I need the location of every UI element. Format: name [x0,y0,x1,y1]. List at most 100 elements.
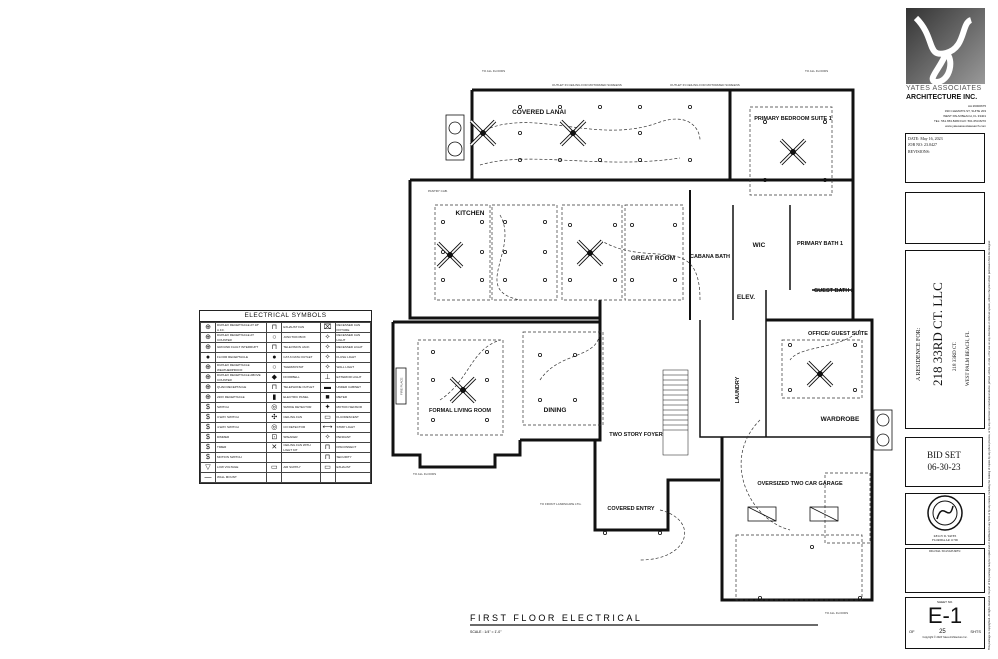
light-fixture-icon [543,219,548,224]
legend-symbol-icon: ▭ [266,462,283,473]
digital-signatures-box: DIGITAL SIGNATURES: [905,548,985,593]
room-elevator: ELEV. [737,294,755,301]
legend-label: UNDER CABINET [334,382,371,393]
equipment [445,114,893,451]
room-primary-bath: PRIMARY BATH 1 [797,241,843,247]
note-pantry: PANTRY CAB. [428,189,448,193]
light-fixture-icon [518,130,523,135]
legend-label: DISCONNECT [334,442,371,453]
seal-icon [927,495,963,531]
light-fixture-icon [638,105,643,110]
legend-label: FLUORESCENT [334,412,371,423]
light-fixture-icon [430,377,435,382]
legend-symbol-icon: $ [200,422,216,433]
legend-label: RECESSED CAN LIGHT [334,332,371,343]
room-cabana-bath: CABANA BATH [690,254,730,260]
legend-label: THERMOSTAT [281,362,321,373]
light-fixture-icon [763,177,768,182]
legend-symbol-icon: ○ [266,332,283,343]
blank-box [905,192,985,244]
room-covered-entry: COVERED ENTRY [607,506,654,512]
legend-symbol-icon: ● [200,352,216,363]
legend-symbol-icon: ■ [319,392,336,403]
legend-label: TIMER [214,442,268,453]
legend-row: $SWITCH◎SMOKE DETECTOR✦MOTION SENSOR [200,402,371,413]
legend-symbol-icon: ⊕ [200,392,216,403]
legend-row: ▽LOW VOLTAGE▭AIR SUPPLY▭EXHAUST [200,462,371,473]
light-fixture-icon [502,249,507,254]
legend-symbol-icon: ✧ [319,342,336,353]
legend-label: METER [334,392,371,403]
legend-row: ⊕DUPLEX RECEPTACLE AT 18" A.F.F.⊓EXHAUST… [200,322,371,333]
light-fixture-icon [630,222,635,227]
room-kitchen: KITCHEN [456,210,485,217]
legend-symbol-icon: ● [266,352,283,363]
legend-row: $MOTION SWITCH⊓SECURITY [200,452,371,463]
ceiling-fan-icon [436,241,464,269]
legend-label: TELEPHONE OUTLET [281,382,321,393]
legend-symbol-icon: ▭ [319,412,336,423]
light-fixture-icon [484,377,489,382]
legend-label: SWITCH [214,402,268,413]
legend-row: —WALL MOUNT [200,472,371,483]
legend-label: PENDANT [334,432,371,443]
legend-symbol-icon: ⌧ [319,322,336,333]
light-fixture-icon [788,387,793,392]
legend-label: AIR SUPPLY [281,462,321,473]
light-fixture-icon [688,105,693,110]
light-fixture-icon [853,387,858,392]
stair [662,369,689,456]
legend-symbol-icon: ◎ [266,402,283,413]
legend-title: ELECTRICAL SYMBOLS [200,311,371,322]
light-fixture-icon [518,157,523,162]
room-wardrobe: WARDROBE [821,416,860,423]
firm-name-line2: ARCHITECTURE INC. [906,94,978,101]
legend-label: SPEAKER [281,432,321,443]
legend-symbol-icon: ✧ [319,352,336,363]
legend-row: ⊕DUPLEX RECEPTACLE AT COUNTER○JUNCTION B… [200,332,371,343]
light-fixture-icon [758,596,763,601]
note-front-landscape: TO FRONT LANDSCAPE LTG. [540,502,582,506]
light-fixture-icon [823,177,828,182]
light-fixture-icon [543,249,548,254]
legend-label: 4-WAY SWITCH [214,422,268,433]
legend-symbol-icon [319,472,336,483]
legend-symbol-icon: $ [200,412,216,423]
legend-row: ⊕GROUND FAULT INTERRUPT⊓TELEVISION JACK✧… [200,342,371,353]
legend-row: $TIMER✕CEILING FAN WITH LIGHT KIT⊓DISCON… [200,442,371,453]
light-fixture-icon [479,277,484,282]
ceiling-fans [436,119,834,404]
legend-label: EXHAUST FAN [281,322,321,333]
firm-name: YATES ASSOCIATES [906,85,982,92]
light-fixture-icon [484,349,489,354]
ceiling-fan-icon [469,119,497,147]
room-two-story-foyer: TWO STORY FOYER [609,432,662,438]
legend-label: 220V RECEPTACLE [214,392,268,403]
legend-symbol-icon: ◆ [266,372,283,383]
light-fixture-icon [763,120,768,125]
light-fixture-icon [673,277,678,282]
firm-logo [906,8,985,86]
light-fixture-icon [810,545,815,550]
legend-row: $3-WAY SWITCH✣CEILING FAN▭FLUORESCENT [200,412,371,423]
room-formal-living: FORMAL LIVING ROOM [429,408,491,414]
legend-symbol-icon: ⊕ [200,372,216,383]
light-fixture-icon [440,219,445,224]
light-fixture-icon [502,277,507,282]
legend-symbol-icon: ▽ [200,462,216,473]
legend-symbol-icon: ⊓ [266,322,283,333]
legend-label: DUPLEX RECEPTACLE AT COUNTER [214,332,268,343]
legend-label: DUPLEX RECEPTACLE WEATHERPROOF [214,362,268,373]
light-fixture-icon [673,222,678,227]
legend-symbol-icon: ✣ [266,412,283,423]
note-to-all-floors: TO ALL FLOODS [482,69,505,73]
room-primary-bedroom: PRIMARY BEDROOM SUITE 1 [754,116,832,122]
legend-label: WALL LIGHT [334,362,371,373]
legend-label: MOTION SENSOR [334,402,371,413]
light-fixture-icon [573,352,578,357]
note-to-all-floors: TO ALL FLOODS [825,611,848,615]
